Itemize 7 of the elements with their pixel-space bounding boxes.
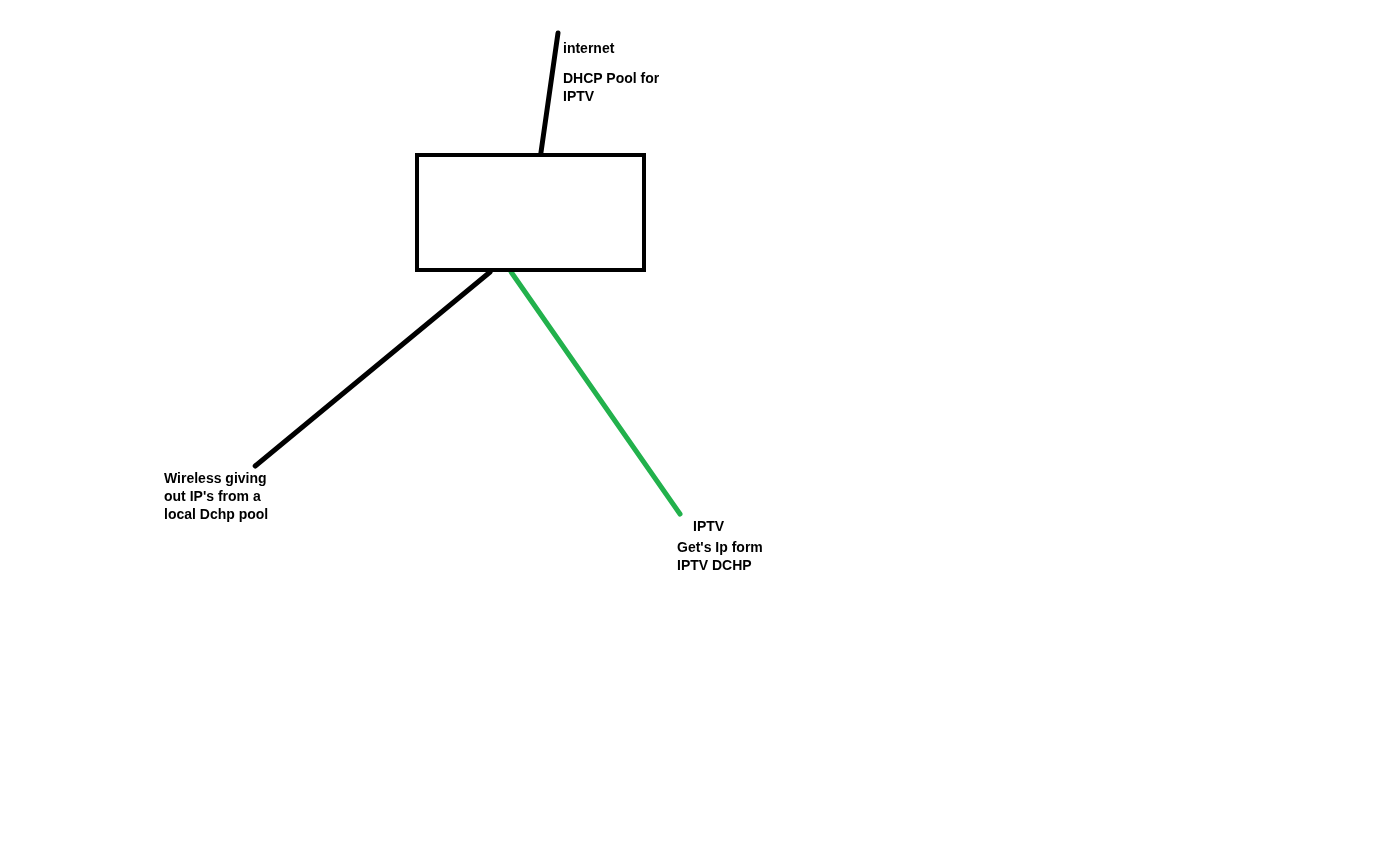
- heading-label: internet: [563, 39, 615, 57]
- note-text: Wireless giving out IP's from a local Dchp pool: [164, 469, 278, 523]
- note-text: Get's Ip form IPTV DCHP: [677, 538, 764, 574]
- note-text: DHCP Pool for IPTV: [563, 69, 661, 105]
- connector-line: [538, 30, 561, 156]
- heading-label: IPTV: [693, 517, 725, 535]
- empty-box: [415, 153, 646, 272]
